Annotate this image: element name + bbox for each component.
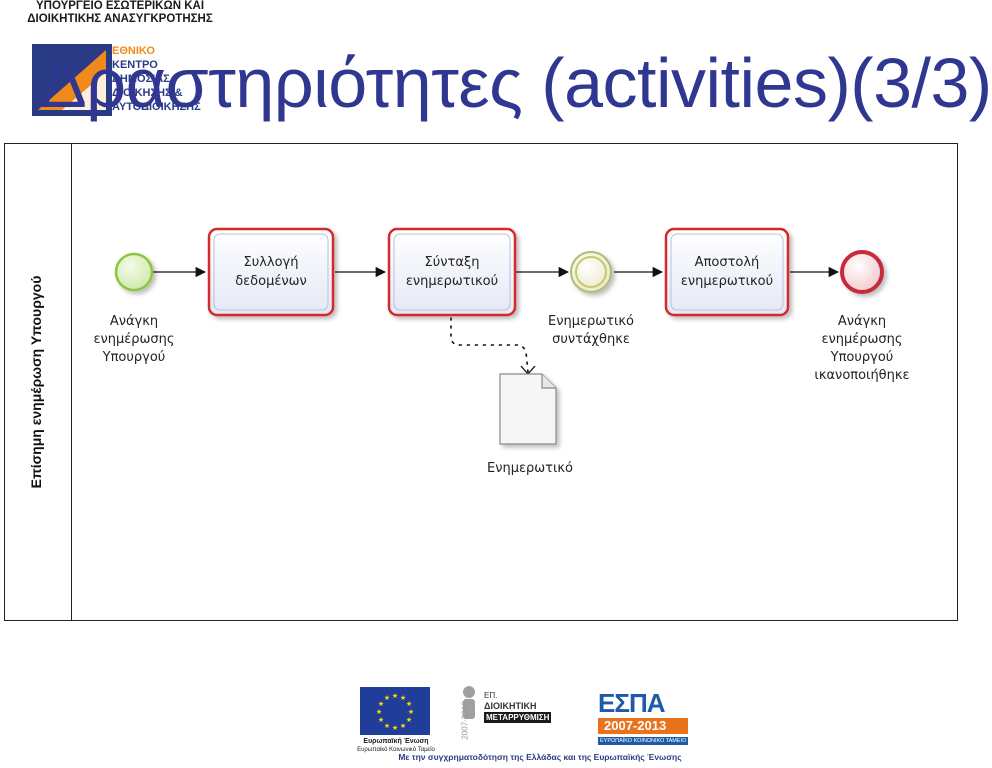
person-icon [463, 686, 475, 719]
task3-line-1: Αποστολή [694, 255, 760, 270]
end-label-line-3: Υπουργού [830, 350, 894, 365]
slide-title: Δραστηριότητες (activities)(3/3) [40, 44, 992, 122]
start-label-line-2: ενημέρωσης [93, 332, 175, 347]
svg-text:★: ★ [392, 724, 398, 732]
logo-line-3: ΔΗΜΟΣΙΑΣ [112, 73, 170, 85]
start-label-line-1: Ανάγκη [109, 314, 159, 329]
intermediate-event-label: Ενημερωτικό συντάχθηκε [531, 313, 651, 349]
program-label-3: ΜΕΤΑΡΡΥΘΜΙΣΗ [484, 712, 552, 723]
bpmn-diagram [114, 227, 884, 445]
program-logo-text: ΕΠ. ΔΙΟΙΚΗΤΙΚΗ ΜΕΤΑΡΡΥΘΜΙΣΗ [484, 690, 552, 723]
ministry-name: ΥΠΟΥΡΓΕΙΟ ΕΣΩΤΕΡΙΚΩΝ ΚΑΙ ΔΙΟΙΚΗΤΙΚΗΣ ΑΝΑ… [0, 0, 240, 26]
task-compose-briefing [387, 227, 517, 317]
lane-header [4, 143, 72, 621]
svg-text:★: ★ [406, 716, 412, 724]
intermediate-event [570, 251, 612, 293]
espa-years: 2007-2013 [598, 718, 689, 734]
eu-flag-icon: ★★★ ★★★ ★★★ ★★★ [360, 687, 430, 735]
intermediate-label-line-1: Ενημερωτικό [548, 314, 634, 329]
svg-text:★: ★ [400, 694, 406, 702]
task-compose-briefing-label: Σύνταξη ενημερωτικού [389, 253, 515, 291]
ekdda-logo-text: ΕΘΝΙΚΟ ΚΕΝΤΡΟ ΔΗΜΟΣΙΑΣ ΔΙΟΙΚΗΣΗΣ & ΑΥΤΟΔ… [112, 44, 201, 114]
eu-sublabel: Ευρωπαϊκό Κοινωνικό Ταμείο [357, 747, 435, 753]
svg-text:★: ★ [392, 692, 398, 700]
end-label-line-4: ικανοποιήθηκε [814, 368, 910, 383]
espa-label: ΕΣΠΑ [598, 688, 666, 718]
svg-text:★: ★ [400, 722, 406, 730]
ministry-line-2: ΔΙΟΙΚΗΤΙΚΗΣ ΑΝΑΣΥΓΚΡΟΤΗΣΗΣ [27, 13, 213, 25]
task-collect-data [207, 227, 335, 317]
program-label-1: ΕΠ. [484, 691, 498, 700]
end-label-line-1: Ανάγκη [837, 314, 887, 329]
task3-line-2: ενημερωτικού [680, 274, 774, 289]
data-object-label: Ενημερωτικό [487, 461, 573, 476]
logo-line-4: ΔΙΟΙΚΗΣΗΣ & [112, 87, 183, 99]
task-send-briefing [664, 227, 790, 317]
bpmn-pool [4, 143, 958, 621]
task1-line-1: Συλλογή [243, 255, 299, 270]
task2-line-1: Σύνταξη [424, 255, 480, 270]
cofunding-statement: Με την συγχρηματοδότηση της Ελλάδας και … [398, 752, 682, 762]
program-label-2: ΔΙΟΙΚΗΤΙΚΗ [484, 701, 537, 711]
start-event-label: Ανάγκη ενημέρωσης Υπουργού [74, 313, 194, 367]
data-association [450, 317, 536, 375]
svg-text:★: ★ [406, 700, 412, 708]
svg-text:★: ★ [384, 694, 390, 702]
ministry-line-1: ΥΠΟΥΡΓΕΙΟ ΕΣΩΤΕΡΙΚΩΝ ΚΑΙ [35, 0, 205, 12]
program-years-vertical: 2007-2013 [460, 701, 470, 740]
start-event [114, 252, 154, 292]
start-label-line-3: Υπουργού [102, 350, 166, 365]
task1-line-2: δεδομένων [235, 274, 307, 289]
espa-sub: ΕΥΡΩΠΑΪΚΟ ΚΟΙΝΩΝΙΚΟ ΤΑΜΕΙΟ [598, 737, 689, 745]
espa-logo: ΕΣΠΑ 2007-2013 ΕΥΡΩΠΑΪΚΟ ΚΟΙΝΩΝΙΚΟ ΤΑΜΕΙ… [598, 688, 689, 745]
end-label-line-2: ενημέρωσης [821, 332, 903, 347]
svg-text:★: ★ [376, 708, 382, 716]
logo-line-5: ΑΥΤΟΔΙΟΙΚΗΣΗΣ [112, 101, 201, 113]
eu-caption: Ευρωπαϊκή Ένωση Ευρωπαϊκό Κοινωνικό Ταμε… [356, 738, 436, 754]
svg-text:★: ★ [378, 716, 384, 724]
ekdda-logo-icon [32, 44, 112, 116]
svg-text:★: ★ [378, 700, 384, 708]
intermediate-label-line-2: συντάχθηκε [552, 332, 630, 347]
task2-line-2: ενημερωτικού [405, 274, 499, 289]
eu-label: Ευρωπαϊκή Ένωση [363, 738, 429, 745]
logo-line-1: ΕΘΝΙΚΟ [112, 45, 155, 57]
logo-line-2: ΚΕΝΤΡΟ [112, 59, 158, 71]
task-collect-data-label: Συλλογή δεδομένων [209, 253, 333, 291]
svg-text:★: ★ [408, 708, 414, 716]
end-event [840, 250, 884, 294]
svg-text:★: ★ [384, 722, 390, 730]
task-send-briefing-label: Αποστολή ενημερωτικού [666, 253, 788, 291]
end-event-label: Ανάγκη ενημέρωσης Υπουργού ικανοποιήθηκε [800, 313, 924, 385]
data-object-icon [499, 373, 557, 445]
